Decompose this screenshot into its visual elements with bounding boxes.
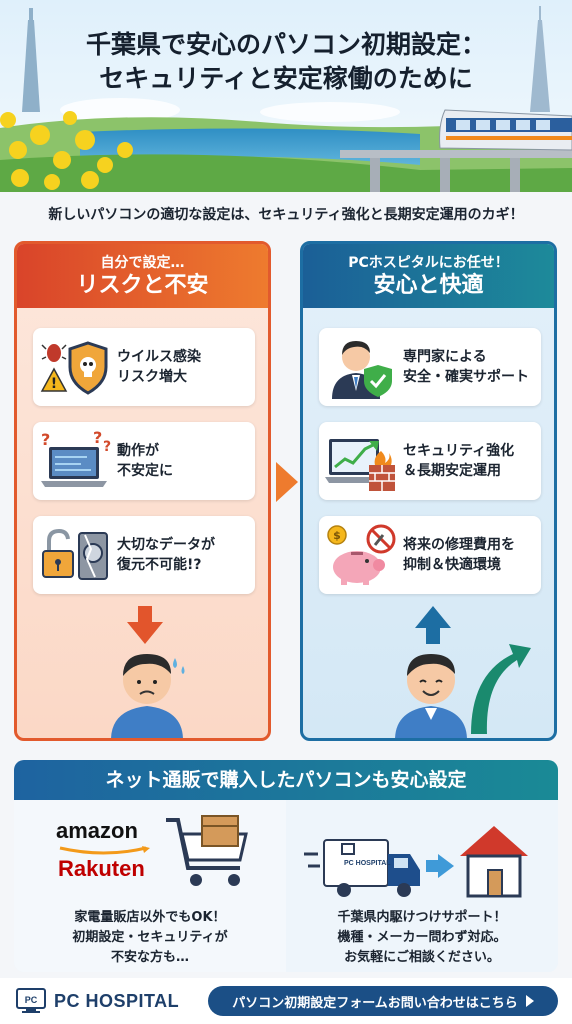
- broken-lock-hdd-icon: [33, 516, 117, 594]
- brand-logo[interactable]: PC PC HOSPITAL: [16, 988, 179, 1014]
- unstable-laptop-icon: ? ? ?: [33, 422, 117, 500]
- down-arrow-icon: [127, 606, 163, 644]
- footer: PC PC HOSPITAL パソコン初期設定フォームお問い合わせはこちら: [0, 978, 572, 1024]
- piggy-bank-icon: $: [319, 516, 403, 594]
- title-line-2: セキュリティと安定稼働のために: [99, 64, 473, 93]
- pc-monitor-icon: PC: [16, 988, 46, 1013]
- growth-arrow-icon: [471, 644, 531, 734]
- worried-person-icon: [111, 654, 185, 738]
- solution-card-cost-line2: 抑制＆快適環境: [403, 557, 501, 573]
- solution-panel-header: PCホスピタルにお任せ！ 安心と快適: [303, 244, 554, 308]
- subtitle: 新しいパソコンの適切な設定は、セキュリティ強化と長期安定運用のカギ！: [48, 207, 524, 223]
- risk-card-data-loss: 大切なデータが復元不可能!?: [33, 516, 255, 594]
- right-arrow-icon: [276, 462, 298, 502]
- solution-card-cost: $ 将来の修理費用を抑制＆快適環境: [319, 516, 541, 594]
- truck-label: PC HOSPITAL: [344, 860, 391, 867]
- shopping-cart-icon: [166, 815, 248, 886]
- solution-card-security-line2: ＆長期安定運用: [403, 463, 501, 479]
- risk-card-data-loss-line1: 大切なデータが: [117, 537, 215, 553]
- solution-card-security-line1: セキュリティ強化: [403, 443, 515, 459]
- firewall-chart-icon: [319, 422, 403, 500]
- amazon-smile-icon: [59, 846, 150, 855]
- online-shops-column: amazon Rakuten 家電量販店以外でもOK！ 初期設定・セキュリティが…: [14, 800, 286, 972]
- solution-panel-big-title: 安心と快適: [373, 273, 484, 298]
- solution-card-cost-line1: 将来の修理費用を: [403, 537, 515, 553]
- onsite-support-text-line3: お気軽にご相談ください。: [344, 950, 500, 965]
- page-title: 千葉県で安心のパソコン初期設定： セキュリティと安定稼働のために: [0, 28, 572, 96]
- svg-text:?: ?: [93, 429, 102, 447]
- onsite-support-column: PC HOSPITAL 千葉県内駆けつけサポート！ 機種・メーカー問わず対応。 …: [286, 800, 558, 972]
- risk-card-data-loss-line2: 復元不可能!?: [117, 557, 202, 573]
- risk-card-virus-line2: リスク増大: [117, 369, 187, 385]
- risk-card-unstable-line2: 不安定に: [117, 463, 173, 479]
- solution-card-security: セキュリティ強化 ＆長期安定運用: [319, 422, 541, 500]
- solution-card-expert-line1: 専門家による: [403, 349, 487, 365]
- onsite-support-text-line1: 千葉県内駆けつけサポート！: [337, 910, 507, 925]
- solution-card-expert: 専門家による安全・確実サポート: [319, 328, 541, 406]
- onsite-support-text-line2: 機種・メーカー問わず対応。: [337, 930, 507, 945]
- risk-panel-big-title: リスクと不安: [76, 273, 209, 298]
- online-purchase-heading: ネット通販で購入したパソコンも安心設定: [14, 760, 558, 800]
- brand-icon-text: PC: [25, 995, 38, 1005]
- risk-card-virus: ! ウイルス感染リスク増大: [33, 328, 255, 406]
- amazon-logo: amazon: [56, 818, 138, 843]
- risk-panel: 自分で設定… リスクと不安 ! ウイルス感染リスク増大 ? ? ?: [14, 241, 271, 741]
- risk-panel-small-title: 自分で設定…: [100, 255, 185, 271]
- risk-card-unstable-line1: 動作が: [117, 443, 159, 459]
- brand-name: PC HOSPITAL: [54, 990, 180, 1011]
- happy-person-icon: [395, 654, 467, 738]
- risk-panel-header: 自分で設定… リスクと不安: [17, 244, 268, 308]
- solution-panel: PCホスピタルにお任せ！ 安心と快適 専門家による安全・確実サポート: [300, 241, 557, 741]
- contact-form-button-label: パソコン初期設定フォームお問い合わせはこちら: [232, 995, 518, 1011]
- onsite-support-text: 千葉県内駆けつけサポート！ 機種・メーカー問わず対応。 お気軽にご相談ください。: [286, 908, 558, 968]
- svg-text:?: ?: [41, 430, 50, 449]
- expert-shield-icon: [319, 328, 403, 406]
- hero-landscape-illustration: [0, 0, 572, 192]
- online-shops-text-line3: 不安な方も…: [110, 950, 189, 965]
- rakuten-logo: Rakuten: [58, 856, 145, 881]
- solution-card-expert-line2: 安全・確実サポート: [403, 369, 529, 385]
- online-shops-text-line2: 初期設定・セキュリティが: [72, 930, 228, 945]
- title-line-1: 千葉県で安心のパソコン初期設定：: [85, 30, 486, 59]
- delivery-truck-house-icon: [304, 826, 528, 898]
- solution-panel-small-title: PCホスピタルにお任せ！: [348, 255, 509, 271]
- risk-card-unstable: ? ? ? 動作が不安定に: [33, 422, 255, 500]
- play-arrow-icon: [525, 995, 534, 1007]
- risk-card-virus-line1: ウイルス感染: [117, 349, 201, 365]
- svg-text:?: ?: [103, 439, 111, 455]
- online-shops-text: 家電量販店以外でもOK！ 初期設定・セキュリティが 不安な方も…: [14, 908, 286, 968]
- virus-warning-icon: !: [33, 328, 117, 406]
- svg-text:!: !: [51, 376, 57, 392]
- online-purchase-section: ネット通販で購入したパソコンも安心設定 amazon Rakuten 家電量販店…: [14, 760, 558, 972]
- contact-form-button[interactable]: パソコン初期設定フォームお問い合わせはこちら: [208, 986, 558, 1016]
- up-arrow-icon: [415, 606, 451, 644]
- hero-banner: 千葉県で安心のパソコン初期設定： セキュリティと安定稼働のために: [0, 0, 572, 192]
- online-shops-text-line1: 家電量販店以外でもOK！: [74, 910, 226, 925]
- svg-text:$: $: [333, 529, 341, 542]
